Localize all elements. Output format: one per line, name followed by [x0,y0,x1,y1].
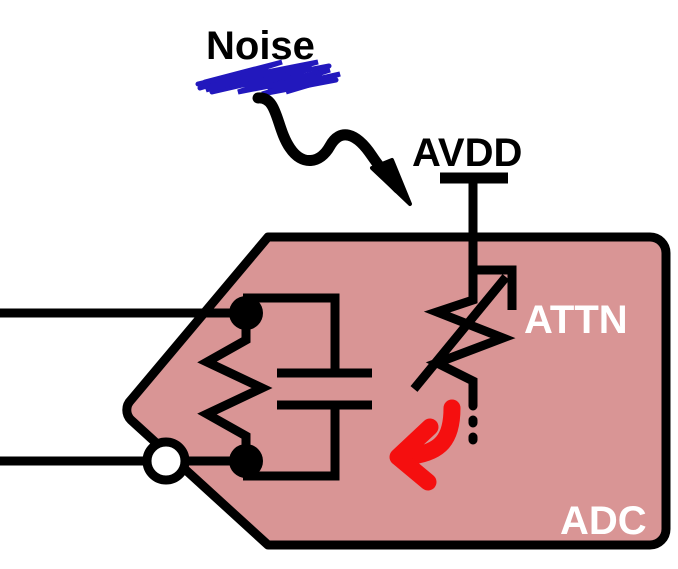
junction-node-top [229,296,263,330]
attenuator-adjust-diagonal-arrow [410,265,517,392]
attenuator-arrow-head [472,265,517,310]
inverting-input-bubble [142,437,190,485]
attenuator-arrow-shaft [410,274,510,392]
capacitor-bottom-wire [243,405,340,481]
noise-label: Noise [206,24,315,68]
noise-injection-arrow [252,92,412,206]
internal-rc-network [197,293,372,481]
red-arrow-shaft [403,399,461,465]
attenuation-adjust-arrow [389,399,461,491]
noise-scribble-stroke-3 [209,71,339,97]
junction-node-bottom [229,444,263,478]
adc-label: ADC [560,499,647,543]
attenuator-zigzag [423,285,516,403]
red-arrow-head [389,418,439,491]
input-resistor [197,313,273,461]
avdd-label: AVDD [412,131,522,175]
noise-scribble [195,59,341,97]
noise-scribble-stroke-4 [195,71,255,93]
noise-arrow-head [370,158,412,206]
capacitor-top-wire [243,293,340,373]
variable-attenuator-resistor [410,265,517,445]
attn-label: ATTN [524,298,628,342]
